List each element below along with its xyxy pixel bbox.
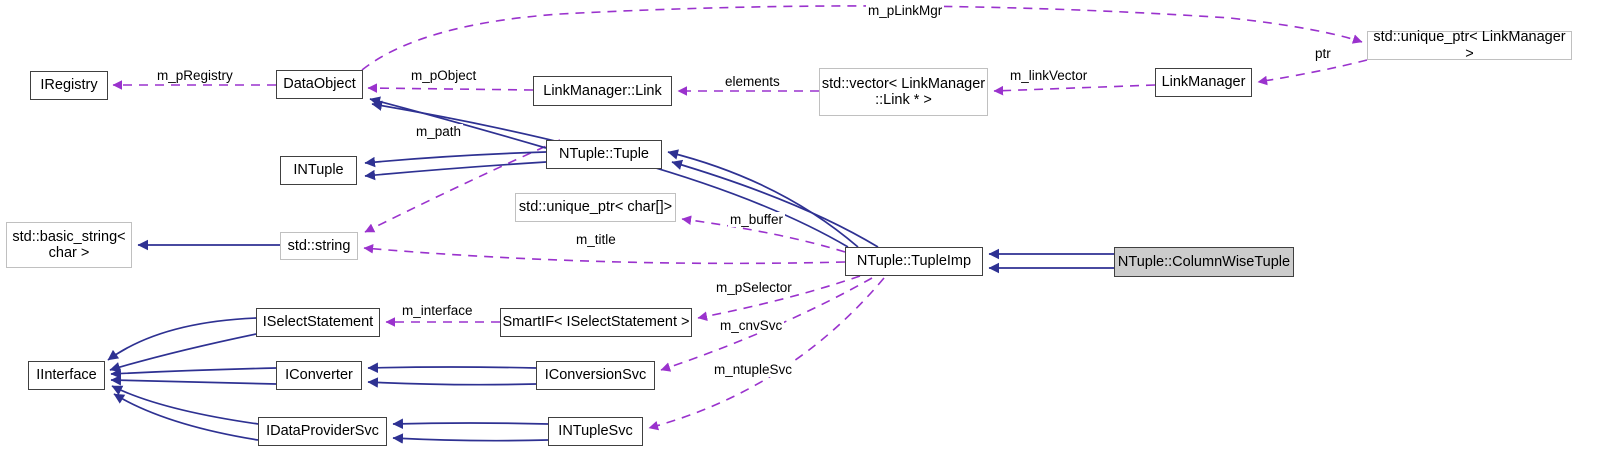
node-intuplesvc[interactable]: INTupleSvc: [548, 417, 643, 446]
node-linkmanager-link[interactable]: LinkManager::Link: [533, 76, 672, 106]
edge-intuplesvc-idataprov-2: [392, 433, 549, 444]
edge-iconverter-iinterface-2: [110, 374, 277, 386]
node-std-unique-ptr-linkmanager[interactable]: std::unique_ptr< LinkManager >: [1367, 29, 1572, 62]
node-iinterface[interactable]: IInterface: [28, 361, 105, 390]
node-iselectstatement[interactable]: ISelectStatement: [256, 308, 380, 337]
edge-idataprov-iinterface: [111, 385, 259, 425]
node-ntuple-tupleimp[interactable]: NTuple::TupleImp: [845, 247, 983, 276]
edge-iconverter-iinterface: [110, 367, 277, 379]
edge-tupleimp-tuple-2: [671, 159, 879, 248]
edge-tuple-intuple-2: [364, 161, 547, 181]
edge-tupleimp-tuple: [667, 149, 859, 248]
node-std-string[interactable]: std::string: [280, 232, 358, 260]
edge-label-m-linkvector: m_linkVector: [1008, 68, 1090, 83]
node-std-basic-string-char[interactable]: std::basic_string< char >: [6, 222, 132, 268]
edge-m-ntuplesvc: [648, 277, 885, 431]
edge-label-m-interface: m_interface: [400, 303, 475, 318]
node-std-unique-ptr-char-array[interactable]: std::unique_ptr< char[]>: [515, 193, 676, 222]
node-idataprovidersvc[interactable]: IDataProviderSvc: [258, 417, 387, 446]
edge-m-plinkmgr: [361, 5, 1363, 71]
edge-label-m-ntuplesvc: m_ntupleSvc: [712, 362, 795, 377]
edge-ptr: [1257, 59, 1368, 86]
node-iregistry[interactable]: IRegistry: [30, 71, 108, 100]
node-dataobject[interactable]: DataObject: [276, 70, 363, 99]
node-iconversionsvc[interactable]: IConversionSvc: [536, 361, 655, 390]
edge-tuple-intuple: [364, 151, 547, 168]
edge-label-ptr: ptr: [1313, 46, 1333, 61]
node-ntuple-tuple[interactable]: NTuple::Tuple: [546, 140, 662, 169]
edge-m-pobject: [367, 83, 534, 93]
edge-iconvsvc-iconverter-2: [367, 377, 537, 388]
edge-label-m-title: m_title: [574, 232, 618, 247]
node-ntuple-columnwisetuple[interactable]: NTuple::ColumnWiseTuple: [1114, 247, 1294, 277]
node-std-vector-linkmanager-link-ptr[interactable]: std::vector< LinkManager ::Link * >: [819, 68, 988, 116]
edge-intuplesvc-idataprov: [392, 418, 549, 430]
edge-idataprov-iinterface-2: [113, 393, 259, 441]
edge-label-elements: elements: [723, 74, 782, 89]
edge-m-title: [363, 243, 846, 265]
edge-label-m-pselector: m_pSelector: [714, 280, 794, 295]
node-smartif-iselectstatement[interactable]: SmartIF< ISelectStatement >: [500, 308, 692, 337]
node-linkmanager[interactable]: LinkManager: [1155, 68, 1252, 97]
edge-label-m-pobject: m_pObject: [409, 68, 479, 83]
edge-iconvsvc-iconverter: [367, 362, 537, 374]
edge-m-linkvector: [993, 84, 1156, 96]
edge-label-m-cnvsvc: m_cnvSvc: [718, 318, 785, 333]
edge-label-m-path: m_path: [414, 124, 464, 139]
edge-label-m-plinkmgr: m_pLinkMgr: [866, 3, 945, 18]
node-iconverter[interactable]: IConverter: [276, 361, 362, 390]
edge-iselect-iinterface-2: [109, 333, 257, 373]
edge-label-m-pregistry: m_pRegistry: [155, 68, 235, 83]
edge-iselect-iinterface: [107, 317, 257, 361]
node-intuple[interactable]: INTuple: [280, 156, 357, 185]
edge-label-m-buffer: m_buffer: [728, 212, 786, 227]
